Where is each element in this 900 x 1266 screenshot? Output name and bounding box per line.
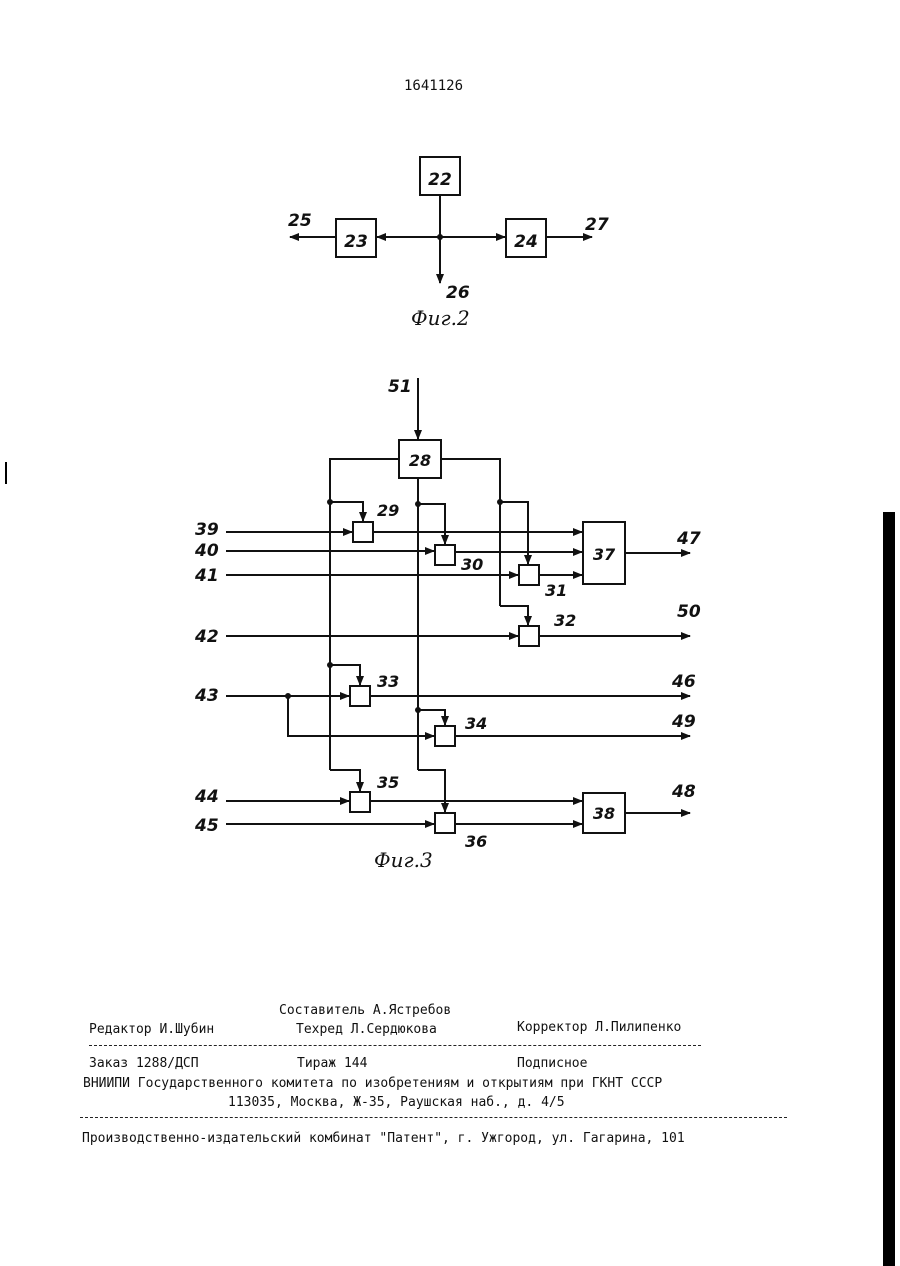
input-label-39: 39 xyxy=(195,520,219,540)
figure-3-diagram: 28 29 30 31 32 33 34 35 36 37 38 51 39 4… xyxy=(0,0,900,900)
label-37: 37 xyxy=(593,545,616,564)
block-30 xyxy=(435,545,455,565)
label-36: 36 xyxy=(465,832,487,851)
input-label-45: 45 xyxy=(194,816,219,836)
imprint-corrector: Корректор Л.Пилипенко xyxy=(517,1020,681,1035)
imprint-order: Заказ 1288/ДСП xyxy=(89,1056,199,1071)
input-label-42: 42 xyxy=(194,627,219,647)
block-36 xyxy=(435,813,455,833)
output-label-49: 49 xyxy=(671,712,696,732)
output-label-47: 47 xyxy=(676,529,701,549)
imprint-address: 113035, Москва, Ж-35, Раушская наб., д. … xyxy=(228,1095,565,1110)
output-label-48: 48 xyxy=(671,782,696,802)
scan-edge-tick xyxy=(5,462,7,484)
imprint-rule-bottom xyxy=(80,1117,787,1118)
imprint-techred: Техред Л.Сердюкова xyxy=(296,1022,437,1037)
block-35 xyxy=(350,792,370,812)
scan-edge-bar xyxy=(883,512,895,1266)
output-label-50: 50 xyxy=(677,602,701,622)
input-label-40: 40 xyxy=(194,541,219,561)
label-32: 32 xyxy=(554,611,576,630)
imprint-editor: Редактор И.Шубин xyxy=(89,1022,214,1037)
block-32 xyxy=(519,626,539,646)
input-label-51: 51 xyxy=(388,377,412,397)
label-34: 34 xyxy=(465,714,487,733)
imprint-subscription: Подписное xyxy=(517,1056,587,1071)
block-34 xyxy=(435,726,455,746)
input-label-43: 43 xyxy=(194,686,219,706)
label-30: 30 xyxy=(461,555,483,574)
label-38: 38 xyxy=(593,804,615,823)
imprint-printer: Производственно-издательский комбинат "П… xyxy=(82,1131,685,1146)
label-29: 29 xyxy=(377,501,399,520)
block-29 xyxy=(353,522,373,542)
label-31: 31 xyxy=(545,581,567,600)
output-label-46: 46 xyxy=(671,672,696,692)
imprint-rule-top xyxy=(89,1045,701,1046)
input-label-44: 44 xyxy=(194,787,219,807)
label-33: 33 xyxy=(377,672,399,691)
imprint-circulation: Тираж 144 xyxy=(297,1056,367,1071)
label-28: 28 xyxy=(409,451,431,470)
imprint-compiler: Составитель А.Ястребов xyxy=(279,1003,451,1018)
figure-3-caption: Фиг.3 xyxy=(374,848,433,872)
input-label-41: 41 xyxy=(194,566,219,586)
imprint-org: ВНИИПИ Государственного комитета по изоб… xyxy=(83,1076,662,1091)
block-33 xyxy=(350,686,370,706)
label-35: 35 xyxy=(377,773,399,792)
block-31 xyxy=(519,565,539,585)
